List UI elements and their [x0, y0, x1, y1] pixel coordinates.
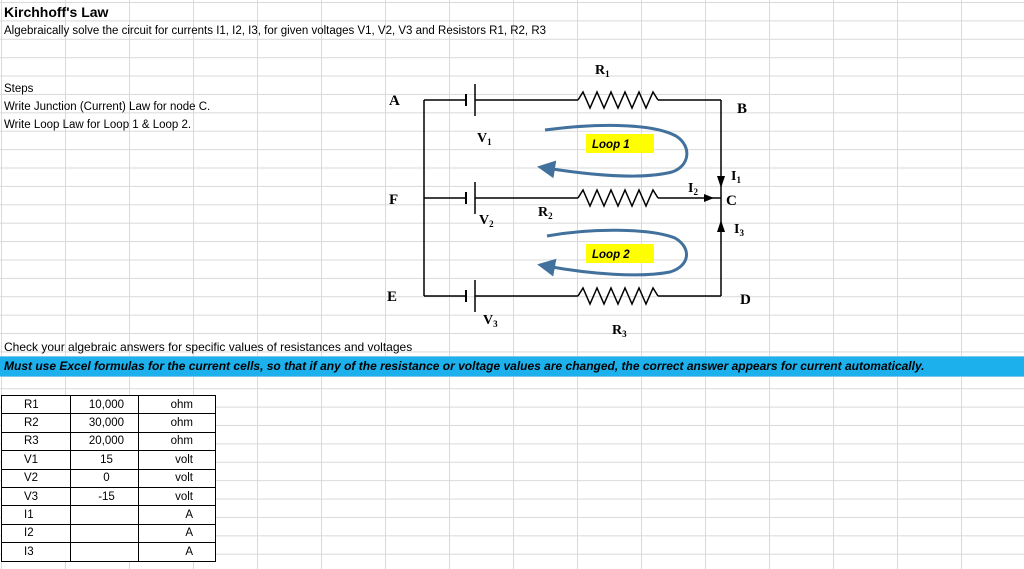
row-value-cell[interactable] — [70, 542, 139, 562]
node-b-label: B — [737, 101, 747, 117]
v1-label: V1 — [477, 131, 492, 147]
row-name-cell: V1 — [1, 450, 71, 470]
node-f-label: F — [389, 192, 398, 208]
loop-1-label-bg — [586, 134, 654, 153]
row-unit-cell: ohm — [138, 431, 216, 452]
loop-2-label: Loop 2 — [592, 249, 630, 261]
i1-arrow — [717, 176, 725, 188]
subtitle: Algebraically solve the circuit for curr… — [4, 25, 547, 37]
row-value-cell[interactable]: 15 — [70, 450, 139, 470]
v3-label: V3 — [483, 313, 498, 329]
resistor-r1 — [577, 90, 659, 110]
steps-heading: Steps — [4, 83, 34, 95]
r1-label: R1 — [595, 63, 610, 79]
row-name-cell: R3 — [1, 431, 71, 452]
r2-label: R2 — [538, 205, 553, 221]
row-name-cell: I1 — [1, 505, 71, 525]
row-unit-cell: volt — [138, 450, 216, 470]
loop-2-path — [537, 228, 688, 277]
step-item: Write Junction (Current) Law for node C. — [4, 101, 211, 113]
node-d-label: D — [740, 292, 751, 308]
row-name-cell: I3 — [1, 542, 71, 562]
row-unit-cell: ohm — [138, 394, 216, 415]
row-unit-cell: volt — [138, 468, 216, 488]
r3-label: R3 — [612, 323, 627, 339]
row-unit-cell: A — [138, 505, 216, 525]
loop-1-label: Loop 1 — [592, 139, 630, 151]
check-instructions: Check your algebraic answers for specifi… — [4, 340, 413, 354]
loop-2-label-bg — [586, 244, 654, 263]
row-name-cell: V2 — [1, 468, 71, 488]
row-unit-cell: volt — [138, 486, 216, 507]
i3-arrow — [717, 220, 725, 232]
row-unit-cell: A — [138, 542, 216, 562]
node-e-label: E — [387, 289, 397, 305]
resistor-r2 — [577, 188, 659, 208]
bottom-branch — [424, 280, 721, 312]
row-value-cell[interactable] — [70, 523, 139, 544]
row-unit-cell: ohm — [138, 413, 216, 433]
table-row: I2 A — [1, 523, 216, 544]
banner-text: Must use Excel formulas for the current … — [4, 359, 925, 373]
resistor-r3 — [577, 286, 659, 306]
row-unit-cell: A — [138, 523, 216, 544]
row-value-cell[interactable]: 30,000 — [70, 413, 139, 433]
row-name-cell: I2 — [1, 523, 71, 544]
table-row: I1 A — [1, 505, 216, 525]
row-name-cell: R1 — [1, 394, 71, 415]
row-name-cell: R2 — [1, 413, 71, 433]
step-item: Write Loop Law for Loop 1 & Loop 2. — [4, 119, 192, 131]
row-name-cell: V3 — [1, 486, 71, 507]
i1-label: I1 — [731, 169, 741, 185]
row-value-cell[interactable]: 20,000 — [70, 431, 139, 452]
row-value-cell[interactable]: 0 — [70, 468, 139, 488]
node-a-label: A — [389, 93, 400, 109]
node-c-label: C — [726, 193, 737, 209]
row-value-cell[interactable] — [70, 505, 139, 525]
page-title: Kirchhoff's Law — [4, 4, 109, 20]
row-value-cell[interactable]: 10,000 — [70, 394, 139, 415]
row-value-cell[interactable]: -15 — [70, 486, 139, 507]
top-branch — [424, 84, 721, 116]
i3-label: I3 — [734, 222, 744, 238]
v2-label: V2 — [479, 213, 494, 229]
middle-branch — [424, 182, 721, 214]
loop-1-path — [537, 123, 689, 179]
instruction-banner: Must use Excel formulas for the current … — [0, 356, 1024, 377]
table-row: I3 A — [1, 542, 216, 562]
i2-label: I2 — [688, 181, 698, 197]
i2-arrow — [704, 194, 714, 202]
